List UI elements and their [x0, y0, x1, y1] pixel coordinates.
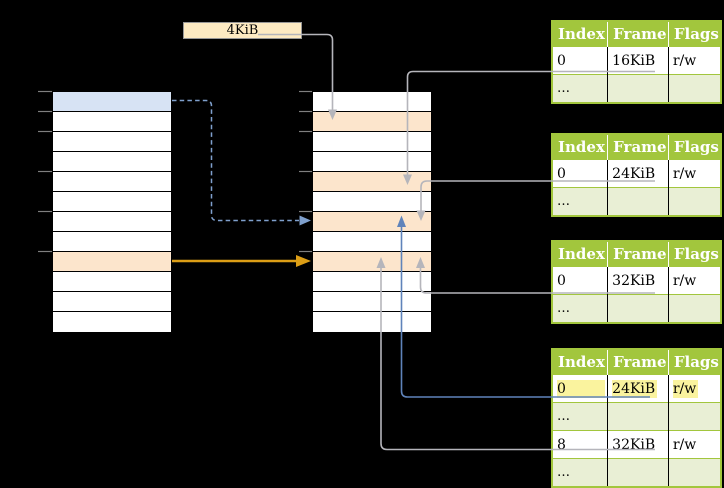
- memory-row-white: [313, 92, 431, 112]
- table-cell: 24KiB: [607, 159, 669, 188]
- column-header-frame: Frame: [607, 134, 669, 160]
- table-cell: 0: [552, 46, 608, 75]
- table-cell: [607, 294, 669, 323]
- ellipsis-row: …: [552, 74, 721, 103]
- memory-row-white: [53, 232, 171, 252]
- memory-row-white: [53, 132, 171, 152]
- highlighted-value: 24KiB: [612, 379, 658, 398]
- table-cell: 0: [552, 266, 608, 295]
- ellipsis-row: …: [552, 458, 721, 487]
- memory-row-white: [313, 312, 431, 332]
- table-cell: 16KiB: [607, 46, 669, 75]
- table-cell: r/w: [667, 266, 721, 295]
- table-cell: …: [552, 458, 608, 487]
- page-size-label: 4KiB: [183, 22, 302, 39]
- memory-row-white: [53, 112, 171, 132]
- column-header-index: Index: [552, 241, 608, 267]
- memory-row-orange: [313, 252, 431, 272]
- memory-row-white: [53, 212, 171, 232]
- column-header-flags: Flags: [667, 134, 721, 160]
- table-cell: [667, 294, 721, 323]
- ellipsis-row: …: [552, 402, 721, 431]
- memory-row-white: [53, 312, 171, 332]
- table-cell: 32KiB: [607, 266, 669, 295]
- memory-row-white: [313, 192, 431, 212]
- column-header-flags: Flags: [667, 21, 721, 47]
- memory-row-white: [53, 152, 171, 172]
- table-cell: [667, 74, 721, 103]
- column-header-frame: Frame: [607, 241, 669, 267]
- table-cell: r/w: [667, 430, 721, 459]
- left-column-ticks: [38, 90, 52, 253]
- table-cell: r/w: [667, 46, 721, 75]
- memory-row-orange: [313, 172, 431, 192]
- memory-row-white: [53, 172, 171, 192]
- column-header-flags: Flags: [667, 241, 721, 267]
- middle-memory-column: [312, 91, 432, 332]
- table-cell: [607, 74, 669, 103]
- table-cell: [667, 402, 721, 431]
- table-cell: r/w: [667, 159, 721, 188]
- memory-row-orange: [313, 212, 431, 232]
- table-cell: [667, 187, 721, 216]
- left-memory-column: [52, 91, 172, 332]
- memory-row-white: [53, 192, 171, 212]
- column-header-index: Index: [552, 349, 608, 375]
- table-cell: …: [552, 74, 608, 103]
- table-cell: r/w: [667, 374, 721, 403]
- ellipsis-row: …: [552, 187, 721, 216]
- column-header-flags: Flags: [667, 349, 721, 375]
- column-header-index: Index: [552, 134, 608, 160]
- column-header-frame: Frame: [607, 349, 669, 375]
- memory-row-white: [313, 292, 431, 312]
- table-cell: …: [552, 187, 608, 216]
- memory-row-white: [313, 152, 431, 172]
- memory-row-orange: [313, 112, 431, 132]
- table-cell: 24KiB: [607, 374, 669, 403]
- memory-row-blue: [53, 92, 171, 112]
- column-header-frame: Frame: [607, 21, 669, 47]
- table-cell: 0: [552, 374, 608, 403]
- table-cell: …: [552, 402, 608, 431]
- memory-row-white: [313, 232, 431, 252]
- memory-row-white: [53, 292, 171, 312]
- table-cell: [607, 402, 669, 431]
- memory-row-white: [313, 132, 431, 152]
- table-cell: …: [552, 294, 608, 323]
- arrow-left-row1-to-middle-row7: [172, 99, 311, 226]
- highlighted-value: 0: [557, 379, 606, 398]
- column-header-index: Index: [552, 21, 608, 47]
- table-cell: [667, 458, 721, 487]
- table-cell: 8: [552, 430, 608, 459]
- highlighted-value: r/w: [672, 379, 699, 398]
- memory-row-white: [313, 272, 431, 292]
- arrow-left-row9-to-middle-row9: [172, 255, 311, 267]
- ellipsis-row: …: [552, 294, 721, 323]
- table-cell: 0: [552, 159, 608, 188]
- middle-column-ticks: [299, 90, 312, 253]
- memory-row-orange: [53, 252, 171, 272]
- memory-row-white: [53, 272, 171, 292]
- table-cell: 32KiB: [607, 430, 669, 459]
- table-cell: [607, 187, 669, 216]
- table-row: 0 24KiB r/w: [552, 374, 721, 403]
- table-cell: [607, 458, 669, 487]
